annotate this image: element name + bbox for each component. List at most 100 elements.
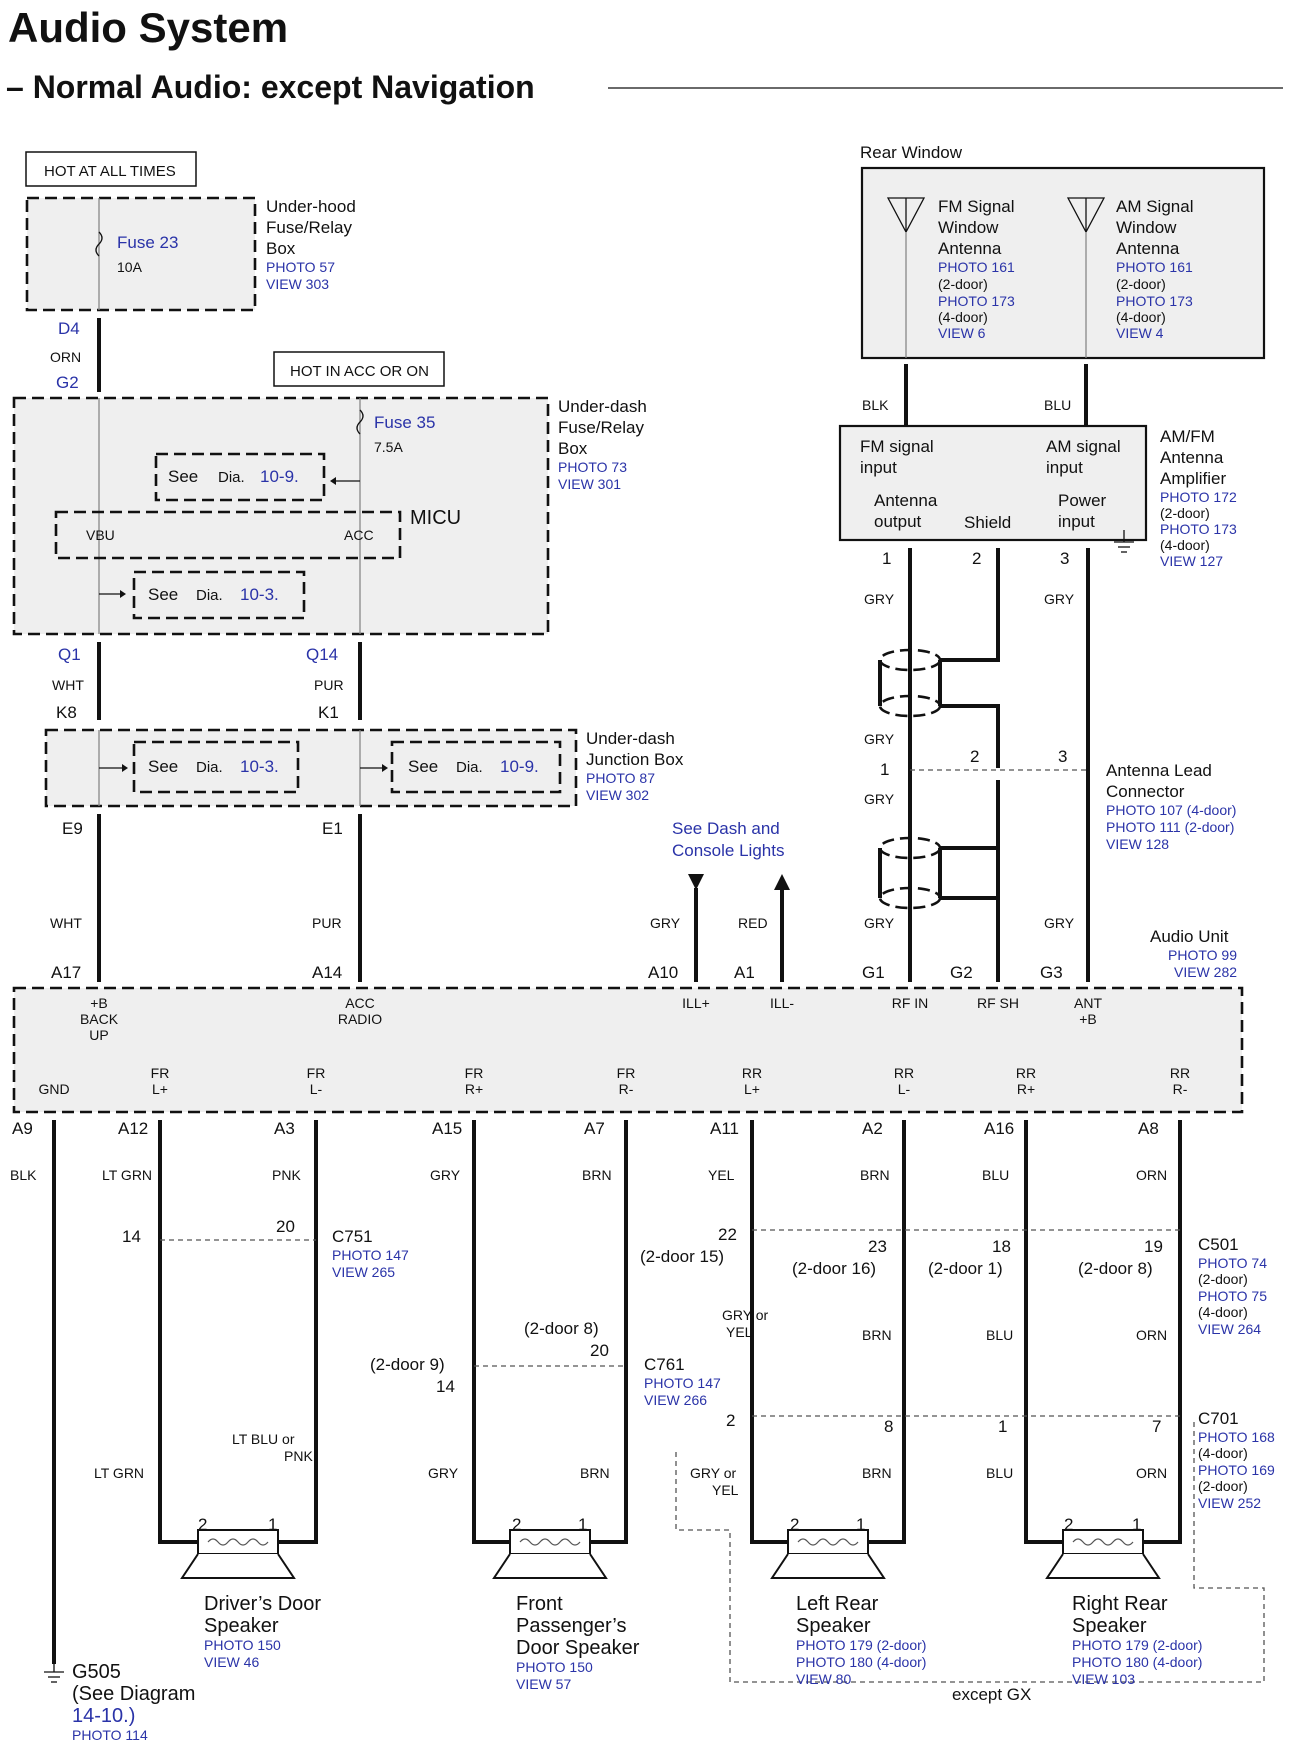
unit-terminal-label: RR	[894, 1065, 914, 1081]
see-text: See	[148, 585, 178, 604]
hot-at-all-times-text: HOT AT ALL TIMES	[44, 163, 176, 180]
c761-label: C761	[644, 1355, 685, 1374]
pin-e1: E1	[322, 819, 343, 838]
amp-pin3: 3	[1060, 549, 1069, 568]
c761-view: VIEW 266	[644, 1392, 707, 1408]
amp-line1: AM/FM	[1160, 427, 1215, 446]
see-dia-10-9-box	[154, 452, 326, 502]
am-2door: (2-door)	[1116, 276, 1166, 292]
uh-view: VIEW 303	[266, 276, 329, 292]
amp-pwr2: input	[1058, 512, 1095, 531]
wire-gry: GRY	[1044, 591, 1075, 607]
pin-g2: G2	[950, 963, 973, 982]
micu-box	[54, 510, 402, 560]
speaker-wire	[750, 1120, 810, 1544]
c701-2door: (2-door)	[1198, 1478, 1248, 1494]
ud-box-line1: Under-dash	[558, 397, 647, 416]
dia-10-3-link[interactable]: 10-3.	[240, 585, 279, 604]
fuse23-rating: 10A	[117, 259, 143, 275]
audio-unit-box	[12, 986, 1244, 1114]
dash-lights-link1[interactable]: See Dash and	[672, 819, 780, 838]
lead-pin2: 2	[970, 747, 979, 766]
wire-color-label: PNK	[272, 1167, 301, 1183]
fp-photo: PHOTO 150	[516, 1659, 593, 1675]
am-4door: (4-door)	[1116, 309, 1166, 325]
unit-terminal-label: R-	[619, 1081, 634, 1097]
c761-pin20: 20	[590, 1341, 609, 1360]
hot-at-all-times-label	[25, 151, 197, 187]
wire-blu: BLU	[986, 1465, 1013, 1481]
wire-lt-blu-or: LT BLU or	[232, 1431, 295, 1447]
jb-line2: Junction Box	[586, 750, 684, 769]
wire-color-label: BRN	[582, 1167, 612, 1183]
wire-pnk: PNK	[284, 1448, 313, 1464]
pin-g3: G3	[1040, 963, 1063, 982]
c701-view: VIEW 252	[1198, 1495, 1261, 1511]
g505-see: (See Diagram	[72, 1683, 195, 1705]
wire-pur: PUR	[314, 677, 344, 693]
c501-pin19: 19	[1144, 1237, 1163, 1256]
dia-10-9-link[interactable]: 10-9.	[260, 467, 299, 486]
shielded-cable-icon	[878, 836, 942, 910]
fm-2door: (2-door)	[938, 276, 988, 292]
g505-diagram-link[interactable]: 14-10.)	[72, 1705, 135, 1727]
pin-d4: D4	[58, 319, 80, 338]
pin-a1: A1	[734, 963, 755, 982]
am-photo2: PHOTO 173	[1116, 293, 1193, 309]
amp-out1: Antenna	[874, 491, 938, 510]
pin-a14: A14	[312, 963, 342, 982]
see-text: See	[168, 467, 198, 486]
dash-lights-link2[interactable]: Console Lights	[672, 841, 784, 860]
pin-k8: K8	[56, 703, 77, 722]
shielded-cable-icon	[878, 648, 942, 718]
speaker-icon	[1045, 1529, 1161, 1579]
rr-photo2: PHOTO 180 (4-door)	[1072, 1654, 1202, 1670]
wire-pur: PUR	[312, 915, 342, 931]
c701-pin2: 2	[726, 1411, 735, 1430]
wire-color-label: LT GRN	[102, 1167, 152, 1183]
amp-4door: (4-door)	[1160, 537, 1210, 553]
speaker-pin-2: 2	[512, 1515, 521, 1534]
dia-text: Dia.	[456, 759, 483, 776]
speaker-icon	[180, 1529, 296, 1579]
amp-photo1: PHOTO 172	[1160, 489, 1237, 505]
c761-2door9: (2-door 9)	[370, 1355, 445, 1374]
dia-10-9-link[interactable]: 10-9.	[500, 757, 539, 776]
dia-10-3-link[interactable]: 10-3.	[240, 757, 279, 776]
unit-terminal-label: GND	[38, 1081, 69, 1097]
wire-color-label: BLK	[10, 1167, 37, 1183]
except-gx-note: except GX	[952, 1685, 1031, 1704]
fuse-icon	[95, 231, 103, 257]
pin-a17: A17	[51, 963, 81, 982]
pin-q1: Q1	[58, 645, 81, 664]
wire-brn: BRN	[862, 1465, 892, 1481]
pin-a2: A2	[862, 1119, 883, 1138]
pin-a10: A10	[648, 963, 678, 982]
c751-pin14: 14	[122, 1227, 141, 1246]
c501-pin22: 22	[718, 1225, 737, 1244]
dia-text: Dia.	[196, 759, 223, 776]
fp-line2: Passenger’s	[516, 1615, 626, 1637]
amp-out2: output	[874, 512, 922, 531]
wire-brn: BRN	[862, 1327, 892, 1343]
am-line1: AM Signal	[1116, 197, 1193, 216]
fp-view: VIEW 57	[516, 1676, 571, 1692]
amp-am-in1: AM signal	[1046, 437, 1121, 456]
speaker-wire	[258, 1120, 318, 1544]
wire-blu: BLU	[1044, 397, 1071, 413]
speaker-pin-1: 1	[268, 1515, 277, 1534]
rr-view: VIEW 103	[1072, 1671, 1135, 1687]
see-text: See	[148, 757, 178, 776]
pin-a3: A3	[274, 1119, 295, 1138]
pin-a16: A16	[984, 1119, 1014, 1138]
uh-box-line1: Under-hood	[266, 197, 356, 216]
g505-photo: PHOTO 114	[72, 1727, 148, 1743]
fuse35-label: Fuse 35	[374, 413, 435, 432]
speaker-pin-1: 1	[578, 1515, 587, 1534]
lead-photo1: PHOTO 107 (4-door)	[1106, 802, 1236, 818]
unit-terminal-label: ILL+	[682, 995, 710, 1011]
ground-icon	[44, 1664, 64, 1683]
fuse35-rating: 7.5A	[374, 439, 403, 455]
rr-photo1: PHOTO 179 (2-door)	[1072, 1637, 1202, 1653]
